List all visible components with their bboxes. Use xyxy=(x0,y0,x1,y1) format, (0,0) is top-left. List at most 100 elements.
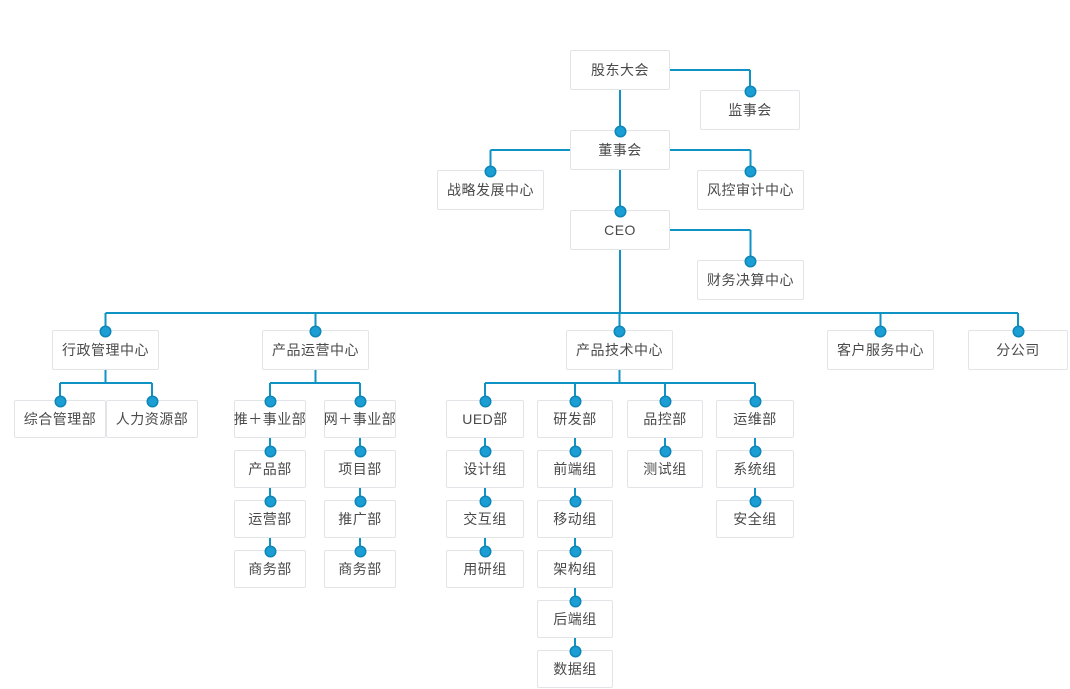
connector-dot xyxy=(480,496,490,506)
org-node-wang-division[interactable]: 网＋事业部 xyxy=(324,400,396,438)
connector-dot xyxy=(147,396,157,406)
connector-dot xyxy=(746,166,755,176)
org-node-testing-group[interactable]: 测试组 xyxy=(627,450,703,488)
org-node-label: 项目部 xyxy=(338,461,382,477)
org-node-label: 网＋事业部 xyxy=(323,411,397,427)
connector-dot xyxy=(876,326,885,336)
org-node-general-admin[interactable]: 综合管理部 xyxy=(14,400,106,438)
org-node-label: 监事会 xyxy=(728,102,772,118)
connector-dot xyxy=(660,396,670,406)
org-node-label: 股东大会 xyxy=(591,62,649,78)
org-node-label: CEO xyxy=(604,222,636,238)
org-node-board[interactable]: 董事会 xyxy=(570,130,670,170)
connector-dot xyxy=(480,546,490,556)
connector-dot xyxy=(265,396,275,406)
org-node-branch[interactable]: 分公司 xyxy=(968,330,1068,370)
org-node-label: 产品部 xyxy=(248,461,292,477)
org-node-ops-dept[interactable]: 运维部 xyxy=(716,400,794,438)
org-node-customer-service[interactable]: 客户服务中心 xyxy=(827,330,934,370)
org-node-user-research[interactable]: 用研组 xyxy=(446,550,524,588)
connector-dot xyxy=(750,446,760,456)
org-node-label: 战略发展中心 xyxy=(447,182,534,198)
org-node-label: UED部 xyxy=(462,411,508,427)
org-node-qc-dept[interactable]: 品控部 xyxy=(627,400,703,438)
connector-dot xyxy=(1013,326,1023,336)
org-node-product-dept[interactable]: 产品部 xyxy=(234,450,306,488)
org-node-label: 设计组 xyxy=(463,461,507,477)
org-node-frontend-group[interactable]: 前端组 xyxy=(537,450,613,488)
org-node-rd-dept[interactable]: 研发部 xyxy=(537,400,613,438)
org-node-label: 风控审计中心 xyxy=(707,182,794,198)
org-node-interaction-group[interactable]: 交互组 xyxy=(446,500,524,538)
connector-dot xyxy=(265,496,275,506)
org-node-label: 品控部 xyxy=(643,411,687,427)
org-node-label: 架构组 xyxy=(553,561,597,577)
org-node-data-group[interactable]: 数据组 xyxy=(537,650,613,688)
org-node-product-tech[interactable]: 产品技术中心 xyxy=(566,330,673,370)
connector-dot xyxy=(55,396,65,406)
org-node-label: 综合管理部 xyxy=(23,411,97,427)
org-node-product-ops[interactable]: 产品运营中心 xyxy=(262,330,369,370)
org-node-tui-division[interactable]: 推＋事业部 xyxy=(234,400,306,438)
connector-dot xyxy=(745,86,755,96)
connector-dot xyxy=(615,126,625,136)
org-node-label: 人力资源部 xyxy=(115,411,189,427)
org-node-label: 推＋事业部 xyxy=(233,411,307,427)
org-node-label: 董事会 xyxy=(598,142,642,158)
org-node-promotion-dept[interactable]: 推广部 xyxy=(324,500,396,538)
connector-dot xyxy=(311,326,320,336)
org-node-strategy-center[interactable]: 战略发展中心 xyxy=(437,170,544,210)
org-node-label: 行政管理中心 xyxy=(62,342,149,358)
connector-dot xyxy=(486,166,495,176)
connector-dot xyxy=(355,446,365,456)
org-node-label: 安全组 xyxy=(733,511,777,527)
connector-dot xyxy=(746,256,755,266)
org-node-label: 后端组 xyxy=(553,611,597,627)
connector-dot xyxy=(570,446,580,456)
connector-dot xyxy=(615,206,625,216)
org-node-supervisory[interactable]: 监事会 xyxy=(700,90,800,130)
org-node-backend-group[interactable]: 后端组 xyxy=(537,600,613,638)
org-node-label: 运维部 xyxy=(733,411,777,427)
org-node-project-dept[interactable]: 项目部 xyxy=(324,450,396,488)
org-node-human-resources[interactable]: 人力资源部 xyxy=(106,400,198,438)
org-node-label: 产品技术中心 xyxy=(576,342,663,358)
org-node-shareholders[interactable]: 股东大会 xyxy=(570,50,670,90)
org-node-label: 交互组 xyxy=(463,511,507,527)
connector-dot xyxy=(660,446,670,456)
org-node-label: 用研组 xyxy=(463,561,507,577)
connector-dot xyxy=(101,326,110,336)
connector-dot xyxy=(480,446,490,456)
org-node-label: 产品运营中心 xyxy=(272,342,359,358)
org-node-operations-dept[interactable]: 运营部 xyxy=(234,500,306,538)
org-node-ued-dept[interactable]: UED部 xyxy=(446,400,524,438)
org-node-system-group[interactable]: 系统组 xyxy=(716,450,794,488)
connector-dot xyxy=(265,446,275,456)
org-node-business-dept-2[interactable]: 商务部 xyxy=(324,550,396,588)
connector-dot xyxy=(570,646,580,656)
connector-dot xyxy=(570,596,580,606)
org-node-risk-audit-center[interactable]: 风控审计中心 xyxy=(697,170,804,210)
connector-dot xyxy=(355,396,365,406)
connector-dot xyxy=(480,396,490,406)
connector-dot xyxy=(265,546,275,556)
org-node-design-group[interactable]: 设计组 xyxy=(446,450,524,488)
org-node-admin-center[interactable]: 行政管理中心 xyxy=(52,330,159,370)
org-node-label: 数据组 xyxy=(553,661,597,677)
org-node-label: 商务部 xyxy=(248,561,292,577)
org-node-label: 前端组 xyxy=(553,461,597,477)
org-node-ceo[interactable]: CEO xyxy=(570,210,670,250)
org-node-label: 运营部 xyxy=(248,511,292,527)
connector-dot xyxy=(570,396,580,406)
org-node-finance-center[interactable]: 财务决算中心 xyxy=(697,260,804,300)
org-node-label: 分公司 xyxy=(996,342,1040,358)
org-node-architecture-group[interactable]: 架构组 xyxy=(537,550,613,588)
org-node-business-dept-1[interactable]: 商务部 xyxy=(234,550,306,588)
connector-dot xyxy=(570,546,580,556)
org-node-security-group[interactable]: 安全组 xyxy=(716,500,794,538)
org-node-label: 测试组 xyxy=(643,461,687,477)
org-node-label: 移动组 xyxy=(553,511,597,527)
connector-dot xyxy=(750,496,760,506)
org-node-mobile-group[interactable]: 移动组 xyxy=(537,500,613,538)
